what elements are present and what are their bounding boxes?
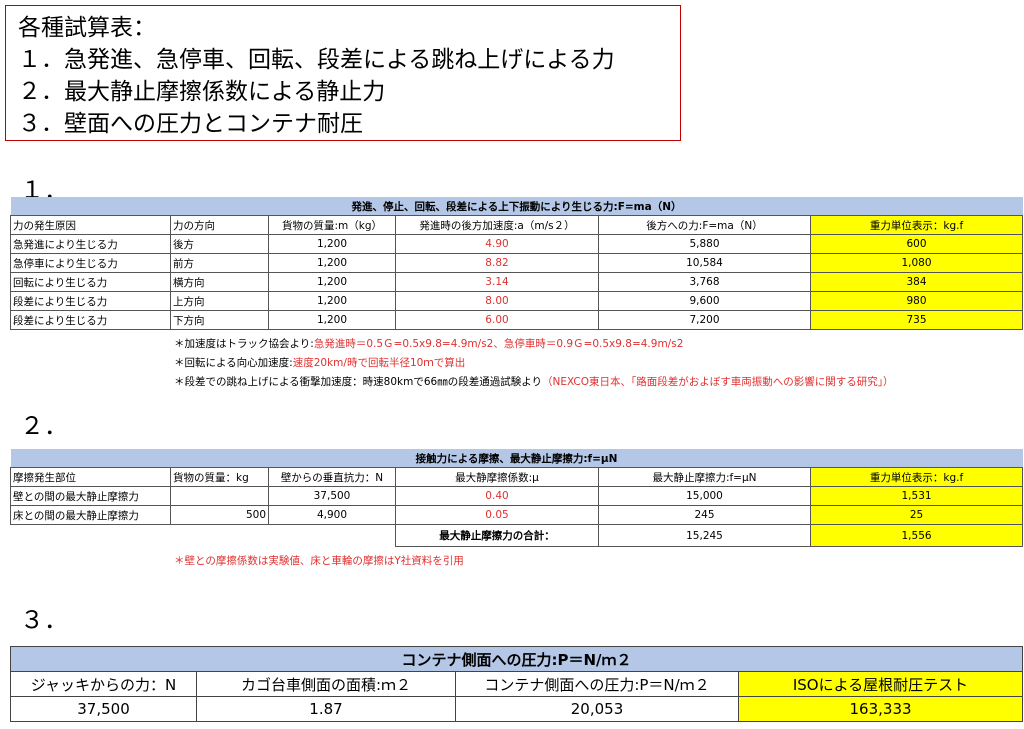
total-value: 15,245 [598,524,811,547]
header-cell: カゴ台車側面の面積:ｍ２ [196,671,456,697]
data-cell: 500 [170,505,269,525]
data-cell: 急停車により生じる力 [10,253,171,273]
friction-note: ＊壁との摩擦係数は実験値、床と車輪の摩擦はY社資料を引用 [174,555,464,567]
data-cell: 384 [809,272,1024,292]
note: ＊加速度はトラック協会より:急発進時＝0.5Ｇ=0.5x9.8=4.9m/s2、… [174,336,683,351]
title-heading: 各種試算表： [18,15,156,41]
title-item: ２．最大静止摩擦係数による静止力 [18,79,386,105]
note: ＊段差での跳ね上げによる衝撃加速度：時速80kmで66㎜の段差通過試験より（NE… [174,374,894,389]
data-cell: 25 [809,505,1024,525]
data-cell: 1.87 [196,696,456,722]
data-cell: 壁との間の最大静止摩擦力 [10,486,171,506]
data-cell: 下方向 [170,310,269,330]
header-cell: 摩擦発生部位 [10,467,171,487]
data-cell: 37,500 [10,696,197,722]
data-cell: 980 [809,291,1024,311]
header-cell: 壁からの垂直抗力：N [268,467,396,487]
data-cell: 上方向 [170,291,269,311]
data-cell: 8.00 [395,291,599,311]
data-cell: 1,080 [809,253,1024,273]
title-item: １．急発進、急停車、回転、段差による跳ね上げによる力 [18,47,615,73]
header-cell: 後方への力:F=ma（N） [598,215,811,235]
data-cell: 20,053 [455,696,739,722]
note-text: ＊回転による向心加速度: [174,357,293,369]
header-cell: 貨物の質量：kg [170,467,269,487]
data-cell: 回転により生じる力 [10,272,171,292]
title-box: 各種試算表： １．急発進、急停車、回転、段差による跳ね上げによる力 ２．最大静止… [5,5,681,141]
data-cell: 急発進により生じる力 [10,234,171,254]
data-cell: 前方 [170,253,269,273]
data-cell: 1,200 [268,291,396,311]
data-cell: 4,900 [268,505,396,525]
data-cell: 10,584 [598,253,811,273]
data-cell: 1,200 [268,310,396,330]
section3-number: ３． [20,606,68,634]
data-cell: 4.90 [395,234,599,254]
note-text: ＊加速度はトラック協会より: [174,338,314,350]
data-cell [170,486,269,506]
data-cell: 735 [809,310,1024,330]
data-cell: 後方 [170,234,269,254]
blank [11,525,396,547]
note-highlight: 速度20km/時で回転半径10ｍで算出 [292,357,466,369]
data-cell: 9,600 [598,291,811,311]
friction-table: 接触力による摩擦、最大静止摩擦力:f=μN 摩擦発生部位 貨物の質量：kg 壁か… [10,449,1024,547]
note-highlight: （NEXCO東日本、「路面段差がおよぼす車両振動への影響に関する研究」） [542,376,894,388]
data-cell: 15,000 [598,486,811,506]
table-caption: 接触力による摩擦、最大静止摩擦力:f=μN [10,449,1023,468]
data-cell: 0.40 [395,486,599,506]
header-cell: 貨物の質量:m（kg） [268,215,396,235]
total-kgf: 1,556 [809,524,1024,547]
data-cell: 5,880 [598,234,811,254]
data-cell: 1,200 [268,272,396,292]
header-cell: ISOによる屋根耐圧テスト [737,671,1024,697]
data-cell: 横方向 [170,272,269,292]
data-cell: 段差により生じる力 [10,310,171,330]
data-cell: 床との間の最大静止摩擦力 [10,505,171,525]
header-cell: ジャッキからの力：N [10,671,197,697]
header-cell: 発進時の後方加速度:a（m/s２） [395,215,599,235]
data-cell: 8.82 [395,253,599,273]
section2-number: ２． [20,412,68,440]
data-cell: 3,768 [598,272,811,292]
data-cell: 37,500 [268,486,396,506]
data-cell: 段差により生じる力 [10,291,171,311]
data-cell: 6.00 [395,310,599,330]
data-cell: 1,200 [268,234,396,254]
pressure-table: コンテナ側面への圧力:P＝N/ｍ２ ジャッキからの力：N カゴ台車側面の面積:ｍ… [9,646,1024,722]
header-cell: 力の発生原因 [10,215,171,235]
note: ＊回転による向心加速度:速度20km/時で回転半径10ｍで算出 [174,355,465,370]
data-cell: 1,200 [268,253,396,273]
table-caption: 発進、停止、回転、段差による上下振動により生じる力:F=ma（N） [10,197,1023,216]
data-cell: 7,200 [598,310,811,330]
header-cell: 重力単位表示：kg.f [809,467,1024,487]
note-text: ＊段差での跳ね上げによる衝撃加速度：時速80kmで66㎜の段差通過試験より [174,376,543,388]
data-cell: 163,333 [737,696,1024,722]
force-table: 発進、停止、回転、段差による上下振動により生じる力:F=ma（N） 力の発生原因… [10,197,1024,330]
header-cell: 最大静止摩擦力:f=μN [598,467,811,487]
total-label: 最大静止摩擦力の合計： [395,524,599,547]
data-cell: 600 [809,234,1024,254]
table-caption: コンテナ側面への圧力:P＝N/ｍ２ [9,646,1024,672]
data-cell: 245 [598,505,811,525]
note-highlight: 急発進時＝0.5Ｇ=0.5x9.8=4.9m/s2、急停車時＝0.9Ｇ=0.5x… [313,338,684,350]
header-cell: 最大静摩擦係数:μ [395,467,599,487]
data-cell: 0.05 [395,505,599,525]
header-cell: 力の方向 [170,215,269,235]
data-cell: 3.14 [395,272,599,292]
data-cell: 1,531 [809,486,1024,506]
title-item: ３．壁面への圧力とコンテナ耐圧 [18,111,363,137]
header-cell: コンテナ側面への圧力:P＝N/ｍ２ [455,671,739,697]
header-cell: 重力単位表示：kg.f [809,215,1024,235]
